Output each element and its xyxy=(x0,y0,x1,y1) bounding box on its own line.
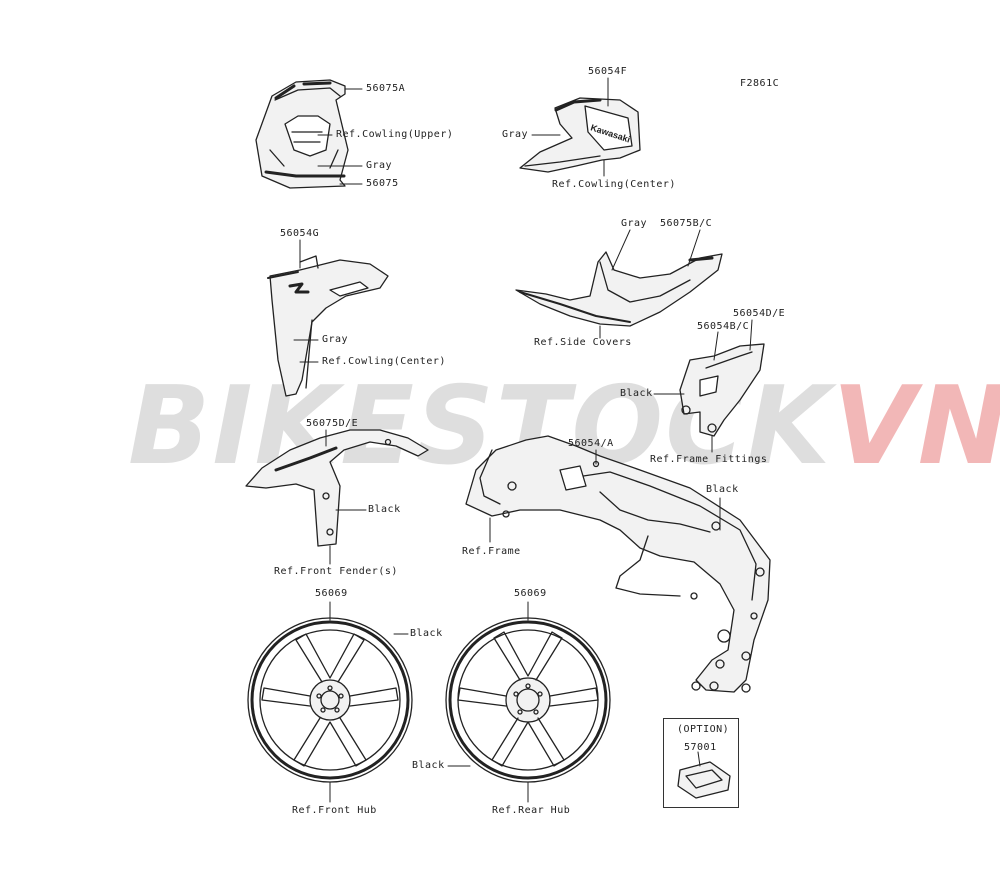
ref-label-cowling-center-left: Ref.Cowling(Center) xyxy=(322,356,446,367)
ref-label-frame-fittings: Ref.Frame Fittings xyxy=(650,454,768,465)
color-label-gray-center: Gray xyxy=(502,129,529,140)
color-label-black-fender: Black xyxy=(368,504,401,515)
part-label-56054f: 56054F xyxy=(588,66,628,77)
leader-lines xyxy=(293,77,753,803)
ref-label-frame: Ref.Frame xyxy=(462,546,521,557)
part-label-56054g: 56054G xyxy=(280,228,320,239)
front-fender-drawing xyxy=(245,429,429,547)
front-wheel-drawing xyxy=(247,617,413,783)
ref-label-cowling-center-top: Ref.Cowling(Center) xyxy=(552,179,676,190)
color-label-gray-left: Gray xyxy=(322,334,349,345)
part-label-57001: 57001 xyxy=(684,742,717,753)
part-label-56069-rear: 56069 xyxy=(514,588,547,599)
cowling-center-side-drawing xyxy=(267,255,389,397)
part-label-56075a: 56075A xyxy=(366,83,406,94)
upper-cowling-drawing xyxy=(255,79,349,189)
center-cowling-drawing: Kawasaki xyxy=(519,97,641,173)
color-label-black-rear-hub: Black xyxy=(412,760,445,771)
color-label-gray-side: Gray xyxy=(621,218,648,229)
option-box xyxy=(663,718,739,808)
watermark-text-red: VN xyxy=(832,364,1000,489)
part-label-56075bc: 56075B/C xyxy=(660,218,713,229)
ref-label-cowling-upper: Ref.Cowling(Upper) xyxy=(336,129,454,140)
part-label-56054bc: 56054B/C xyxy=(697,321,750,332)
part-label-56075de: 56075D/E xyxy=(306,418,359,429)
ref-label-front-hub: Ref.Front Hub xyxy=(292,805,377,816)
option-clip-drawing xyxy=(677,761,731,799)
ref-label-rear-hub: Ref.Rear Hub xyxy=(492,805,571,816)
ref-label-side-covers: Ref.Side Covers xyxy=(534,337,632,348)
option-label: (OPTION) xyxy=(677,724,730,735)
part-label-56054de: 56054D/E xyxy=(733,308,786,319)
part-label-56054a: 56054/A xyxy=(568,438,614,449)
part-label-56075: 56075 xyxy=(366,178,399,189)
rear-wheel-drawing xyxy=(445,617,611,783)
ref-label-front-fenders: Ref.Front Fender(s) xyxy=(274,566,398,577)
color-label-gray-upper: Gray xyxy=(366,160,393,171)
frame-fittings-drawing xyxy=(679,343,765,437)
main-frame-drawing xyxy=(465,435,771,693)
color-label-black-front-hub: Black xyxy=(410,628,443,639)
side-covers-drawing xyxy=(515,251,723,327)
color-label-black-fittings: Black xyxy=(620,388,653,399)
part-label-56069-front: 56069 xyxy=(315,588,348,599)
figure-code: F2861C xyxy=(740,78,780,89)
color-label-black-frame: Black xyxy=(706,484,739,495)
